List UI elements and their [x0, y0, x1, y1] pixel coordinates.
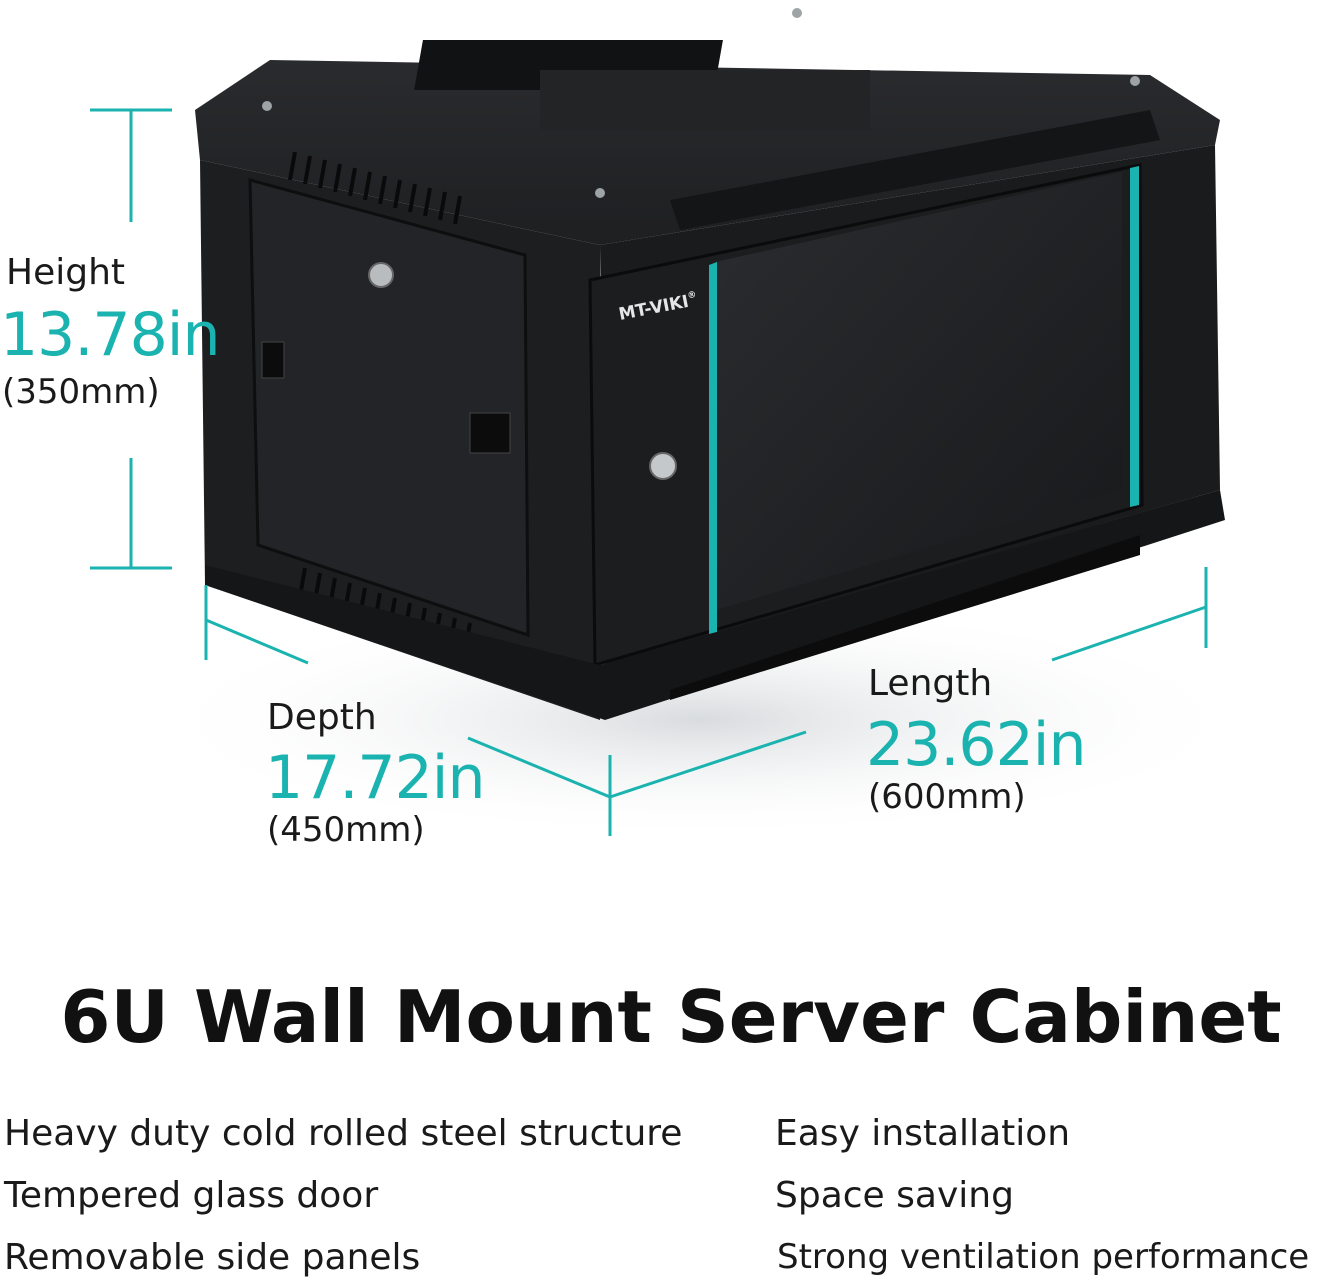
feature-space: Space saving	[775, 1175, 1014, 1216]
feature-steel: Heavy duty cold rolled steel structure	[4, 1113, 683, 1154]
depth-value: 17.72in	[265, 743, 485, 813]
length-label: Length	[868, 663, 993, 704]
page-title: 6U Wall Mount Server Cabinet	[60, 975, 1282, 1059]
top-vent-grid	[540, 70, 870, 130]
side-door-panel	[248, 178, 530, 638]
length-mm: (600mm)	[868, 777, 1026, 817]
base-vent	[670, 535, 1140, 700]
side-handle-right	[469, 412, 511, 454]
height-value: 13.78in	[0, 300, 220, 370]
feature-installation: Easy installation	[775, 1113, 1071, 1154]
height-label: Height	[6, 252, 126, 293]
feature-panels: Removable side panels	[4, 1237, 421, 1278]
cabinet-top	[195, 60, 1220, 245]
feature-glass: Tempered glass door	[4, 1175, 379, 1216]
door-trim-left	[709, 262, 717, 634]
glass-door	[715, 172, 1122, 610]
door-trim-right	[1130, 166, 1139, 507]
depth-mm: (450mm)	[267, 810, 425, 850]
front-lock-icon	[649, 452, 677, 480]
side-vent-top	[288, 151, 462, 225]
side-lock-icon	[368, 262, 394, 288]
front-vent-top	[670, 110, 1160, 230]
screws	[262, 8, 1140, 198]
dimension-lines	[90, 108, 1208, 836]
length-value: 23.62in	[866, 710, 1086, 780]
cabinet-base	[205, 490, 1225, 720]
height-mm: (350mm)	[2, 372, 160, 412]
cabinet-illustration: MT-VIKI®	[90, 8, 1260, 840]
floor-shadow	[140, 600, 1260, 840]
depth-label: Depth	[267, 697, 377, 738]
feature-ventilation: Strong ventilation performance	[777, 1237, 1310, 1277]
side-handle-left	[261, 341, 285, 379]
